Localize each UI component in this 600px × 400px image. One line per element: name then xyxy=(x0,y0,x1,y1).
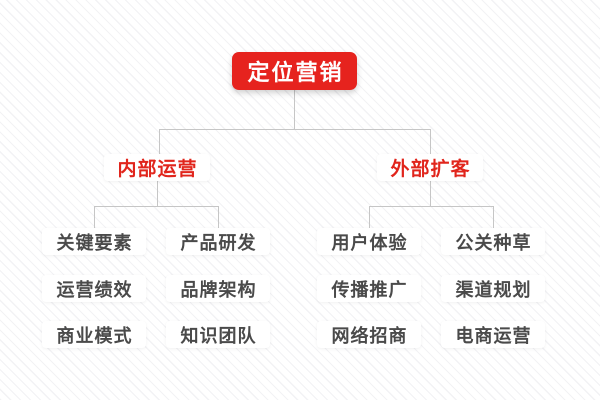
connector-line xyxy=(294,90,295,129)
leaf-node-label: 知识团队 xyxy=(180,325,257,346)
leaf-node: 知识团队 xyxy=(166,321,270,348)
leaf-node-label: 公关种草 xyxy=(455,232,532,253)
leaf-node: 运营绩效 xyxy=(42,275,146,302)
connector-line xyxy=(493,206,494,228)
leaf-node: 公关种草 xyxy=(441,228,545,255)
branch-node-internal-operations: 内部运营 xyxy=(104,154,210,181)
leaf-node: 网络招商 xyxy=(317,321,421,348)
leaf-node: 传播推广 xyxy=(317,275,421,302)
leaf-node: 用户体验 xyxy=(317,228,421,255)
root-node-label: 定位营销 xyxy=(247,60,344,85)
connector-line xyxy=(369,206,370,228)
connector-line xyxy=(94,206,95,228)
connector-line xyxy=(157,181,158,206)
leaf-node-label: 品牌架构 xyxy=(180,279,257,300)
leaf-node-label: 渠道规划 xyxy=(455,279,532,300)
leaf-node-label: 产品研发 xyxy=(180,232,257,253)
connector-line xyxy=(159,129,431,130)
connector-line xyxy=(218,206,219,228)
branch-node-label: 外部扩客 xyxy=(390,159,471,180)
connector-line xyxy=(430,181,431,206)
leaf-node: 品牌架构 xyxy=(166,275,270,302)
connector-line xyxy=(159,129,160,154)
leaf-node-label: 运营绩效 xyxy=(56,279,133,300)
root-node: 定位营销 xyxy=(232,52,357,90)
branch-node-label: 内部运营 xyxy=(117,159,198,180)
leaf-node: 关键要素 xyxy=(42,228,146,255)
leaf-node: 电商运营 xyxy=(441,321,545,348)
leaf-node: 渠道规划 xyxy=(441,275,545,302)
leaf-node: 商业模式 xyxy=(42,321,146,348)
connector-line xyxy=(94,206,219,207)
leaf-node-label: 电商运营 xyxy=(455,325,532,346)
leaf-node-label: 商业模式 xyxy=(56,325,133,346)
leaf-node-label: 传播推广 xyxy=(331,279,408,300)
connector-line xyxy=(369,206,494,207)
leaf-node: 产品研发 xyxy=(166,228,270,255)
branch-node-external-expansion: 外部扩客 xyxy=(377,154,483,181)
leaf-node-label: 关键要素 xyxy=(56,232,133,253)
leaf-node-label: 网络招商 xyxy=(331,325,408,346)
leaf-node-label: 用户体验 xyxy=(331,232,408,253)
connector-line xyxy=(430,129,431,154)
